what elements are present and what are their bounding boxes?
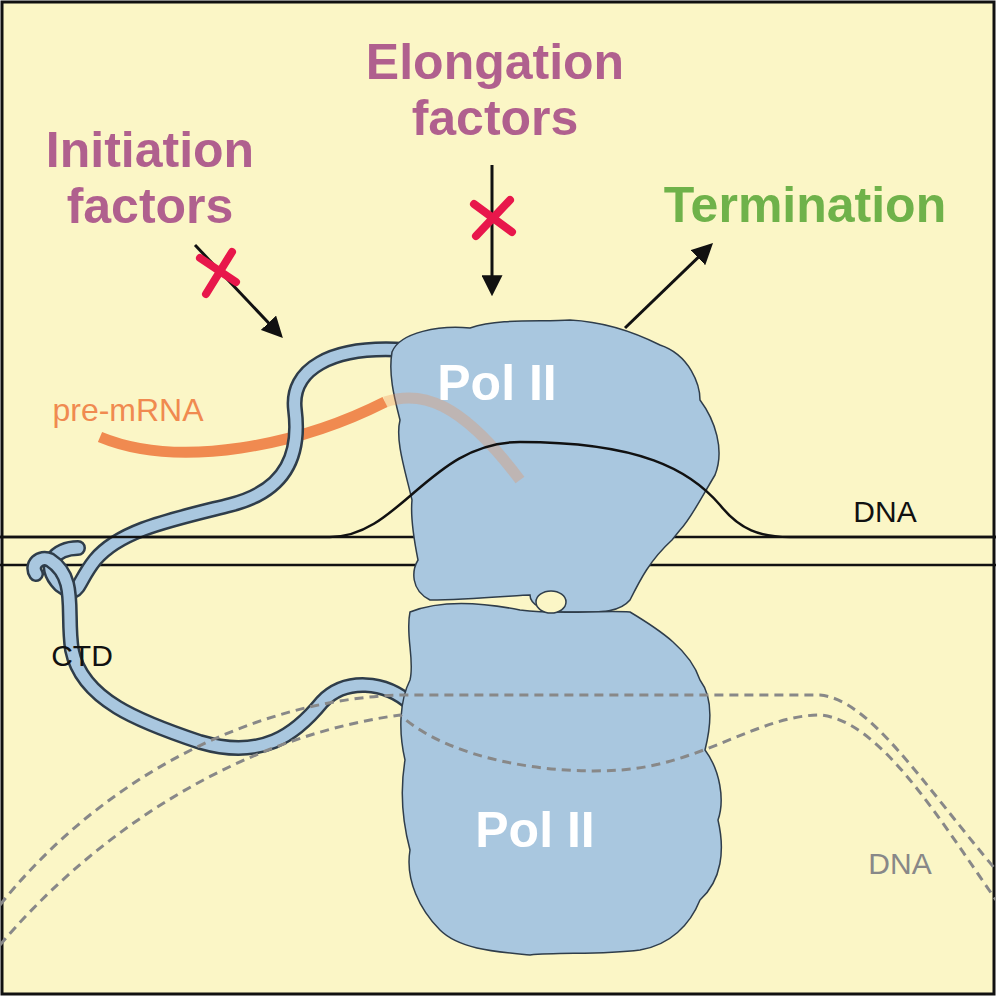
block-cross xyxy=(474,200,512,236)
polymerase-blob: Pol II xyxy=(385,312,730,617)
ctd-tail xyxy=(34,349,412,748)
block-cross xyxy=(200,252,236,294)
dna-strand-dashed xyxy=(0,715,996,945)
dna-strand xyxy=(0,442,996,537)
blob-shape xyxy=(391,320,719,612)
pointer-arrow xyxy=(195,245,280,335)
pre-mrna-inside xyxy=(385,398,520,480)
ctd-outline xyxy=(34,559,412,748)
polymerase-blob: Pol II xyxy=(395,598,730,960)
blob-outline xyxy=(385,312,730,617)
node-label: Pol II xyxy=(475,801,594,859)
ctd-fill xyxy=(34,559,412,748)
ctd-fill xyxy=(51,349,405,591)
dna-strand-dashed xyxy=(0,695,996,905)
blob-shape xyxy=(401,604,722,956)
pointer-arrow xyxy=(625,246,710,328)
ctd-outline xyxy=(51,349,405,591)
pointer-arrow xyxy=(491,165,494,292)
polymerase-hole xyxy=(536,591,566,613)
node-label: Pol II xyxy=(437,354,556,412)
blob-outline xyxy=(395,598,730,960)
pre-mrna-strand xyxy=(100,402,385,452)
